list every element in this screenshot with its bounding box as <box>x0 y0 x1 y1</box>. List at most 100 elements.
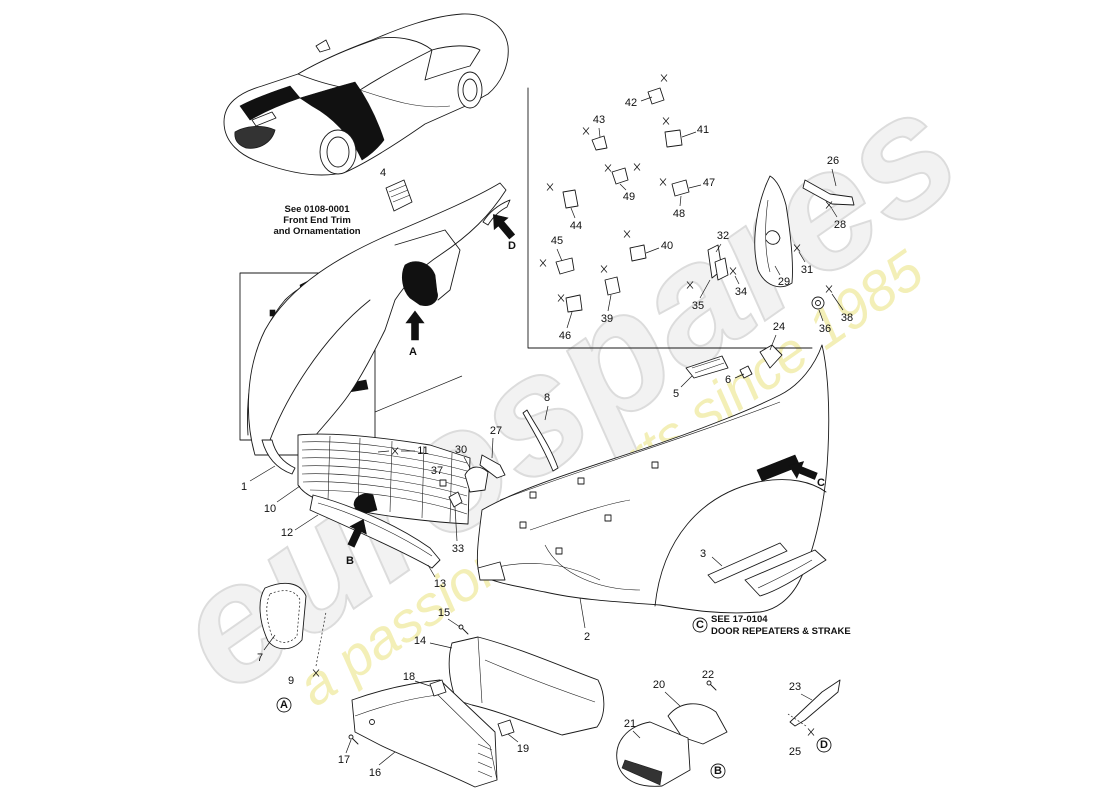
callout-35: 35 <box>692 300 704 312</box>
front-end-trim-note: See 0108-0001 Front End Trim and Ornamen… <box>273 204 360 237</box>
part-16-shape <box>351 679 498 788</box>
callout-4: 4 <box>380 167 386 179</box>
fastener-mark <box>633 163 641 171</box>
part-d-strip <box>482 199 511 226</box>
fastener-path-9 <box>315 611 327 667</box>
detail-ref-c: C <box>696 619 704 631</box>
detail-ref-a: A <box>280 699 288 711</box>
callout-36: 36 <box>819 323 831 335</box>
part-33-shape <box>448 491 463 508</box>
callout-11: 11 <box>417 445 428 457</box>
detail-ref-d: D <box>820 739 828 751</box>
callout-5: 5 <box>673 388 679 400</box>
car-overview-illustration <box>223 13 509 176</box>
part-49-shape <box>611 167 629 185</box>
leader-lines <box>249 96 844 766</box>
fastener-mark <box>604 164 612 172</box>
part-34-shape <box>714 257 729 281</box>
part-26-shape <box>802 179 855 206</box>
part-callouts: 1 2 3 4 5 6 7 8 9 10 11 12 13 14 15 16 1… <box>241 97 853 779</box>
arrow-label-d: D <box>508 240 516 252</box>
callout-34: 34 <box>735 286 747 298</box>
part-45-shape <box>555 257 575 275</box>
callout-30: 30 <box>455 444 467 456</box>
callout-16: 16 <box>369 767 381 779</box>
small-parts-frame <box>527 87 813 349</box>
part-3-shape <box>707 542 827 597</box>
part-27-shape <box>479 454 506 479</box>
door-repeaters-note: C SEE 17-0104 DOOR REPEATERS & STRAKE <box>692 614 851 637</box>
callout-33: 33 <box>452 543 464 555</box>
callout-6: 6 <box>725 374 731 386</box>
fastener-mark <box>539 259 547 267</box>
callout-49: 49 <box>623 191 635 203</box>
part-24-shape <box>759 344 783 369</box>
callout-1: 1 <box>241 481 247 493</box>
callout-7: 7 <box>257 652 263 664</box>
callout-12: 12 <box>281 527 293 539</box>
callout-27: 27 <box>490 425 502 437</box>
part-1-shape <box>261 439 296 475</box>
callout-21: 21 <box>624 718 636 730</box>
fastener-mark <box>660 74 668 82</box>
callout-41: 41 <box>697 124 709 136</box>
callout-24: 24 <box>773 321 785 333</box>
part-39-shape <box>604 276 621 296</box>
part-42-shape <box>647 87 665 105</box>
callout-46: 46 <box>559 330 571 342</box>
part-8-shape <box>522 409 559 472</box>
callout-43: 43 <box>593 114 605 126</box>
part-4-shape <box>385 179 413 212</box>
part-44-shape <box>562 189 579 209</box>
part-30-shape <box>464 466 489 493</box>
callout-26: 26 <box>827 155 839 167</box>
callout-17: 17 <box>338 754 350 766</box>
fastener-mark <box>659 178 667 186</box>
part-15-screw <box>458 624 469 635</box>
note-line-3: and Ornamentation <box>273 226 360 237</box>
callout-44: 44 <box>570 220 582 232</box>
part-40-shape <box>629 244 647 262</box>
part-22-screw <box>706 680 717 691</box>
callout-22: 22 <box>702 669 714 681</box>
callout-3: 3 <box>700 548 706 560</box>
callout-40: 40 <box>661 240 673 252</box>
part-23-shape <box>789 679 841 727</box>
part-17-screw <box>348 734 359 745</box>
callout-14: 14 <box>414 635 426 647</box>
view-arrows: A B C D <box>342 208 825 567</box>
detail-ref-c-circle <box>692 617 708 633</box>
callout-18: 18 <box>403 671 415 683</box>
callout-48: 48 <box>673 208 685 220</box>
part-19-shape <box>497 719 515 737</box>
door-note-line-1: SEE 17-0104 <box>711 614 768 625</box>
part-47-shape <box>671 179 690 197</box>
part-upper-liner <box>247 182 507 456</box>
part-10-grille <box>297 433 471 525</box>
callout-23: 23 <box>789 681 801 693</box>
part-21-shape <box>616 721 691 787</box>
part-18-shape <box>429 679 447 697</box>
callout-13: 13 <box>434 578 446 590</box>
part-29-shape <box>754 175 793 288</box>
part-20-shape <box>667 703 728 745</box>
part-41-shape <box>664 129 683 148</box>
part-2-shape <box>476 344 830 614</box>
callout-32: 32 <box>717 230 729 242</box>
note-line-2: Front End Trim <box>283 215 351 226</box>
callout-45: 45 <box>551 235 563 247</box>
marker-b-fill <box>353 493 378 516</box>
callout-38: 38 <box>841 312 853 324</box>
callout-19: 19 <box>517 743 529 755</box>
callout-8: 8 <box>544 392 550 404</box>
callout-10: 10 <box>264 503 276 515</box>
callout-2: 2 <box>584 631 590 643</box>
detail-refs: A B D <box>276 697 832 779</box>
fastener-mark <box>807 728 815 736</box>
callout-39: 39 <box>601 313 613 325</box>
callout-15: 15 <box>438 607 450 619</box>
callout-47: 47 <box>703 177 715 189</box>
callout-42: 42 <box>625 97 637 109</box>
